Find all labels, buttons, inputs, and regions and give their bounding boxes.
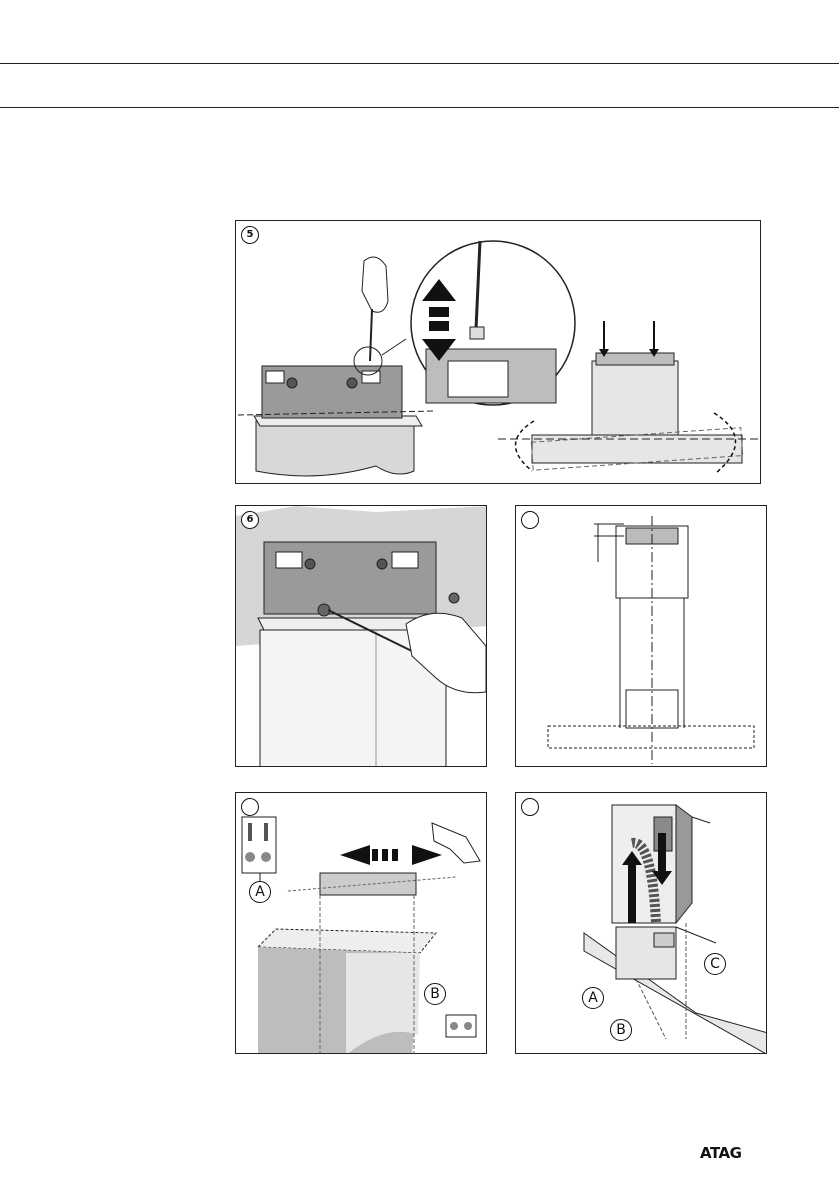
panel-step-6: 6 (235, 505, 487, 767)
drill-icon (432, 823, 480, 863)
panel-step-5: 5 (235, 220, 761, 484)
callout-label-b: B (610, 1019, 632, 1041)
step-number (521, 798, 539, 816)
step-number: 5 (241, 226, 259, 244)
illustration-step-9 (516, 793, 767, 1054)
header-rule-top (0, 63, 839, 64)
illustration-step-7 (516, 506, 767, 767)
illustration-step-5 (236, 221, 761, 484)
illustration-step-6 (236, 506, 487, 767)
panel-step-8: A B (235, 792, 487, 1054)
header-rule-bottom (0, 107, 839, 108)
illustration-step-8 (236, 793, 487, 1054)
callout-label-c: C (704, 953, 726, 975)
screwdriver-icon (370, 309, 372, 361)
down-arrow-icon (658, 833, 666, 873)
panel-step-7 (515, 505, 767, 767)
callout-label-a: A (249, 881, 271, 903)
hand-icon (362, 257, 388, 312)
panel-step-9: A B C (515, 792, 767, 1054)
callout-label-a: A (582, 987, 604, 1009)
step-number (521, 511, 539, 529)
step-number (241, 798, 259, 816)
callout-label-b: B (424, 983, 446, 1005)
brand-logo: ATAG (700, 1144, 741, 1162)
up-arrow-icon (628, 863, 636, 923)
double-arrow-icon (340, 845, 370, 865)
step-number: 6 (241, 511, 259, 529)
